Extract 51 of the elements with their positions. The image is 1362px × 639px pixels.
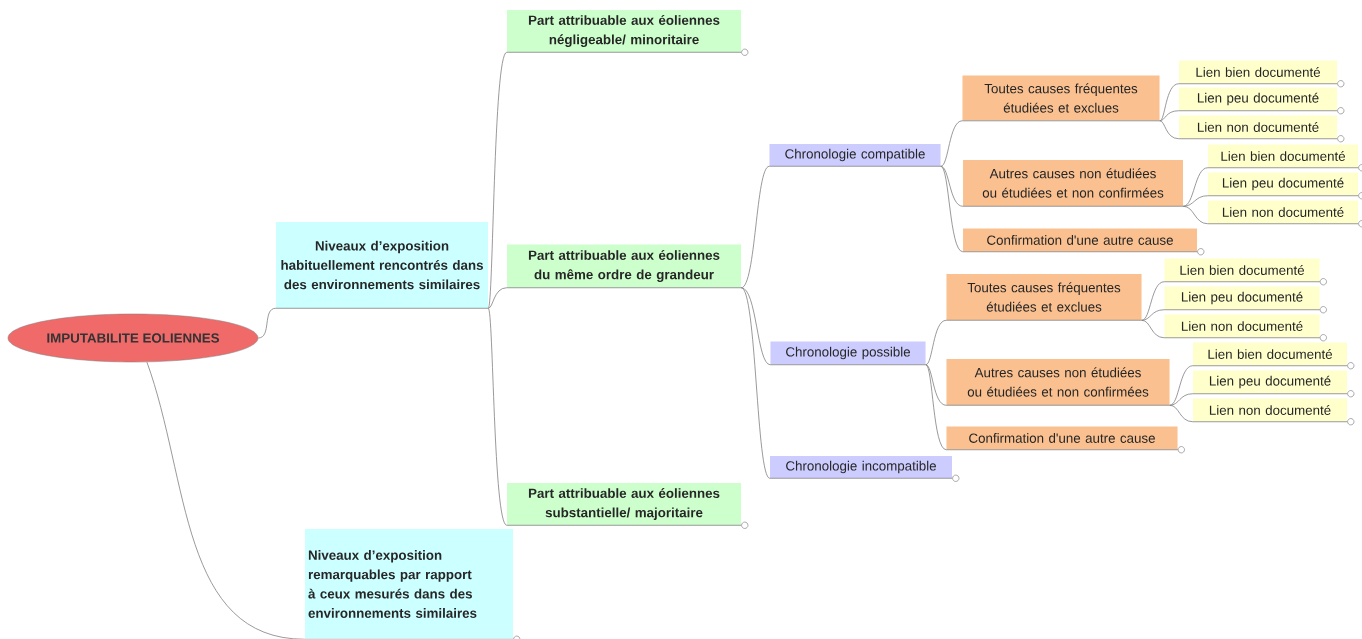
topic-box: Chronologie possible	[769, 341, 927, 366]
connector	[925, 319, 947, 366]
connector	[487, 287, 508, 309]
connector	[1141, 309, 1165, 321]
connector	[740, 287, 771, 366]
connector	[1182, 205, 1209, 225]
connector	[1141, 319, 1165, 339]
topic-box: Lien bien documenté	[1163, 258, 1321, 283]
topic-box: Lien non documenté	[1207, 200, 1359, 225]
topic-box: Lien bien documenté	[1178, 60, 1338, 85]
topic-box: Confirmation d'une autre cause	[962, 228, 1198, 253]
topic-box: Lien peu documenté	[1207, 172, 1359, 197]
topic-box: Chronologie incompatible	[769, 456, 953, 479]
connector	[925, 364, 947, 451]
connector	[1159, 110, 1180, 122]
connector	[940, 120, 963, 167]
connector	[740, 165, 770, 289]
topic-box: Lien peu documenté	[1178, 87, 1338, 112]
topic-box: Confirmation d'une autre cause	[945, 426, 1179, 451]
topic-box: Part attribuable aux éoliennes substantielle/ majoritaire	[506, 483, 742, 526]
topic-box: Lien bien documenté	[1207, 144, 1359, 169]
topic-box: Autres causes non étudiées ou étudiées et non confirmées	[962, 160, 1184, 207]
topic-box: Niveaux d’exposition remarquables par rapport à ceux mesurés dans des environnements similaires	[304, 529, 514, 639]
topic-box: Lien non documenté	[1192, 398, 1348, 423]
topic-box: Lien peu documenté	[1163, 286, 1321, 311]
connector	[1169, 404, 1194, 423]
connector	[740, 287, 771, 479]
topic-box: Lien non documenté	[1163, 314, 1321, 339]
topic-box: Lien bien documenté	[1192, 342, 1348, 367]
connector	[1159, 83, 1180, 122]
connector	[487, 51, 508, 309]
connector	[487, 307, 508, 526]
connector	[1182, 195, 1209, 207]
topic-box: Toutes causes fréquentes étudiées et exclues	[961, 75, 1161, 122]
connector	[1169, 365, 1194, 406]
topic-box: Lien peu documenté	[1192, 370, 1348, 395]
connector	[257, 307, 277, 339]
topic-box: Part attribuable aux éoliennes du même ordre de grandeur	[506, 244, 742, 289]
connector	[940, 165, 964, 253]
connector	[146, 361, 306, 639]
connector	[925, 364, 947, 406]
topic-box: Toutes causes fréquentes étudiées et exclues	[945, 274, 1143, 321]
connector	[1169, 393, 1194, 406]
topic-box: Niveaux d’exposition habituellement rencontrés dans des environnements similaires	[275, 222, 489, 309]
connector	[1159, 120, 1180, 140]
topic-box: Autres causes non étudiées ou étudiées et non confirmées	[945, 359, 1171, 406]
connector	[940, 165, 964, 207]
connector	[1141, 281, 1165, 321]
topic-box: Chronologie compatible	[768, 144, 942, 167]
topic-box: Lien non documenté	[1178, 115, 1338, 140]
topic-box: Part attribuable aux éoliennes négligeable/ minoritaire	[506, 10, 742, 53]
